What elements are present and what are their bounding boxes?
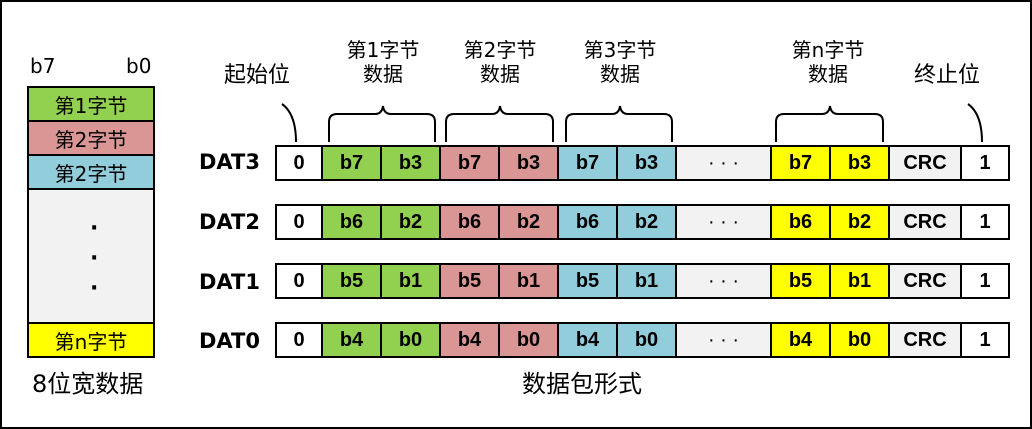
group-label-line: 数据 [363,62,403,86]
stack-gap [27,188,155,324]
ellipsis-cell: · · · [675,322,772,358]
byte3-low-bit-cell: b2 [616,204,677,240]
byte2-low-bit-cell: b1 [498,263,559,299]
crc-cell: CRC [888,204,962,240]
end-bit-cell: 1 [960,145,1010,181]
stack-dot: · [90,246,99,271]
group-label-line: 第1字节 [346,38,420,62]
byte3-high-bit-cell: b6 [557,204,618,240]
stack-byte-2: 第2字节 [27,120,155,156]
stack-dot: · [90,216,99,241]
byten-low-bit-cell: b1 [829,263,890,299]
end-bit-cell: 1 [960,263,1010,299]
row-label: DAT2 [199,210,260,234]
byte2-low-bit-cell: b0 [498,322,559,358]
byte3-high-bit-cell: b4 [557,322,618,358]
byten-low-bit-cell: b2 [829,204,890,240]
ellipsis-cell: · · · [675,145,772,181]
msb-label: b7 [30,54,56,78]
start-bit-pointer [281,103,297,143]
byte1-high-bit-cell: b5 [321,263,382,299]
ellipsis-cell: · · · [675,263,772,299]
group-label-line: 数据 [600,62,640,86]
group-label-byte-1: 第1字节 数据 [327,38,439,86]
group-label-line: 第2字节 [463,38,537,62]
brace-byte-n [775,105,884,142]
brace-byte-2 [445,105,554,142]
brace-byte-3 [565,105,673,142]
byte2-low-bit-cell: b3 [498,145,559,181]
end-bit-pointer [967,103,983,143]
byte2-low-bit-cell: b2 [498,204,559,240]
brace-overlay [281,103,983,143]
row-label: DAT1 [199,270,260,294]
byte3-low-bit-cell: b1 [616,263,677,299]
group-label-byte-2: 第2字节 数据 [444,38,556,86]
row-label: DAT3 [199,150,260,174]
crc-cell: CRC [888,322,962,358]
start-bit-cell: 0 [275,263,323,299]
group-label-line: 数据 [808,62,848,86]
end-bit-cell: 1 [960,322,1010,358]
group-label-byte-n: 第n字节 数据 [772,38,884,86]
byte1-low-bit-cell: b3 [380,145,441,181]
byte1-high-bit-cell: b6 [321,204,382,240]
byten-low-bit-cell: b3 [829,145,890,181]
packet-caption: 数据包形式 [522,370,642,398]
byte2-high-bit-cell: b7 [439,145,500,181]
byten-high-bit-cell: b7 [770,145,831,181]
byten-high-bit-cell: b6 [770,204,831,240]
start-bit-label: 起始位 [224,63,291,88]
group-label-line: 数据 [480,62,520,86]
byten-high-bit-cell: b4 [770,322,831,358]
start-bit-cell: 0 [275,204,323,240]
start-bit-cell: 0 [275,145,323,181]
left-caption: 8位宽数据 [32,370,144,398]
stack-byte-n: 第n字节 [27,322,155,358]
group-label-byte-3: 第3字节 数据 [564,38,676,86]
byte1-high-bit-cell: b4 [321,322,382,358]
byte1-low-bit-cell: b1 [380,263,441,299]
byten-high-bit-cell: b5 [770,263,831,299]
byte3-high-bit-cell: b5 [557,263,618,299]
start-bit-cell: 0 [275,322,323,358]
byte1-low-bit-cell: b0 [380,322,441,358]
byte1-high-bit-cell: b7 [321,145,382,181]
end-bit-label: 终止位 [914,63,981,88]
byten-low-bit-cell: b0 [829,322,890,358]
crc-cell: CRC [888,263,962,299]
lsb-label: b0 [126,54,152,78]
stack-dot: · [90,276,99,301]
ellipsis-cell: · · · [675,204,772,240]
byte3-low-bit-cell: b3 [616,145,677,181]
byte2-high-bit-cell: b6 [439,204,500,240]
byte2-high-bit-cell: b4 [439,322,500,358]
brace-byte-1 [328,105,436,142]
crc-cell: CRC [888,145,962,181]
byte3-high-bit-cell: b7 [557,145,618,181]
end-bit-cell: 1 [960,204,1010,240]
byte2-high-bit-cell: b5 [439,263,500,299]
group-label-line: 第3字节 [583,38,657,62]
byte1-low-bit-cell: b2 [380,204,441,240]
byte3-low-bit-cell: b0 [616,322,677,358]
group-label-line: 第n字节 [791,38,865,62]
stack-byte-1: 第1字节 [27,86,155,122]
row-label: DAT0 [199,329,260,353]
